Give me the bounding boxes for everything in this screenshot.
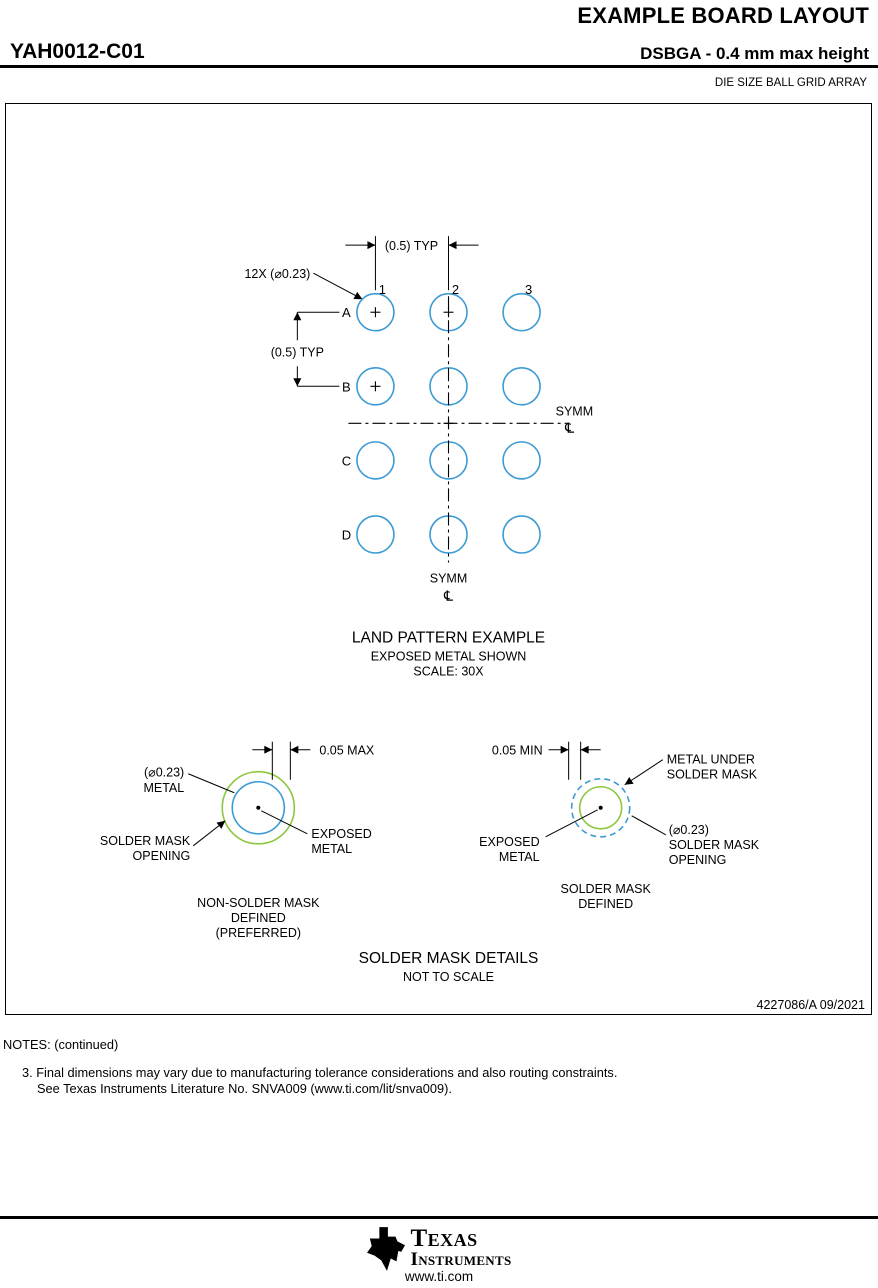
nsmd-caption-line3: (PREFERRED) [216, 926, 301, 940]
ti-logo-text: Texas Instruments [410, 1225, 512, 1270]
land-pattern-title: LAND PATTERN EXAMPLE [352, 630, 545, 647]
nsmd-metal-label-line2: METAL [143, 781, 184, 795]
ti-logo-instruments: Instruments [410, 1248, 512, 1270]
smd-opening-label-line2: SOLDER MASK [669, 838, 760, 852]
header-divider [0, 65, 878, 68]
ball-callout-leader [313, 272, 363, 300]
nsmd-mask-opening-circle [221, 770, 296, 845]
row-label-b: B [342, 379, 351, 394]
left-pitch-label: (0.5) TYP [271, 345, 324, 359]
ti-logo-texas: Texas [410, 1225, 478, 1252]
smd-caption-line2: DEFINED [578, 897, 633, 911]
row-label-a: A [342, 305, 351, 320]
row-label-c: C [342, 453, 351, 468]
smd-under-label-line1: METAL UNDER [667, 753, 755, 767]
drawing-number: 4227086/A 09/2021 [757, 998, 865, 1012]
symm-right-centerline-symbol: ℄ [564, 419, 574, 435]
nsmd-dim-label: 0.05 MAX [319, 744, 375, 758]
smd-figure [545, 741, 666, 838]
nsmd-exposed-label-line2: METAL [311, 842, 352, 856]
smd-opening-label-line3: OPENING [669, 853, 727, 867]
ti-logo: ti Texas Instruments [0, 1225, 878, 1271]
note-3: 3. Final dimensions may vary due to manu… [3, 1065, 875, 1097]
smd-metal-circle [578, 785, 623, 830]
nsmd-exposed-label-line1: EXPOSED [311, 827, 371, 841]
col-label-1: 1 [379, 282, 386, 297]
smd-opening-label-line1: (⌀0.23) [669, 823, 709, 837]
nsmd-metal-label-line1: (⌀0.23) [144, 766, 184, 780]
smd-mask-opening-circle [570, 777, 631, 838]
package-description: DSBGA - 0.4 mm max height [640, 44, 869, 63]
mask-details-subtitle: NOT TO SCALE [403, 970, 494, 984]
smd-caption-line1: SOLDER MASK [561, 882, 652, 896]
nsmd-figure [188, 741, 311, 847]
smd-dim-label: 0.05 MIN [492, 744, 543, 758]
smd-exposed-label-line2: METAL [499, 850, 540, 864]
mask-details-title: SOLDER MASK DETAILS [359, 950, 539, 967]
nsmd-center-dot [256, 805, 261, 810]
col-label-3: 3 [525, 282, 532, 297]
nsmd-opening-label-line1: SOLDER MASK [100, 834, 191, 848]
smd-under-label-line2: SOLDER MASK [667, 768, 758, 782]
smd-exposed-label-line1: EXPOSED [479, 835, 539, 849]
note-3-line1: 3. Final dimensions may vary due to manu… [22, 1064, 618, 1080]
part-number: YAH0012-C01 [10, 40, 145, 63]
left-pitch-dimension [293, 311, 340, 387]
ti-logo-icon: ti [366, 1227, 405, 1271]
footer-divider [0, 1216, 878, 1219]
symm-bottom-label: SYMM [430, 572, 468, 586]
nsmd-caption-line1: NON-SOLDER MASK [197, 896, 320, 910]
ti-website-link[interactable]: www.ti.com [404, 1269, 474, 1284]
board-layout-drawing: (0.5) TYP (0.5) TYP 12X (⌀0.23) [100, 236, 865, 1012]
smd-center-dot [598, 805, 603, 810]
nsmd-opening-label-line2: OPENING [133, 849, 191, 863]
symmetry-lines [348, 296, 569, 563]
pad-center-marks [370, 307, 454, 429]
col-label-2: 2 [452, 282, 459, 297]
land-pattern-subtitle: EXPOSED METAL SHOWN [371, 650, 527, 664]
notes-heading: NOTES: (continued) [3, 1037, 119, 1052]
top-pitch-dimension [345, 236, 479, 291]
note-3-line2: See Texas Instruments Literature No. SNV… [37, 1080, 452, 1096]
ball-callout-label: 12X (⌀0.23) [244, 267, 310, 281]
nsmd-metal-circle [231, 780, 286, 835]
symm-right-label: SYMM [556, 404, 594, 418]
ball-pads [356, 292, 541, 554]
symm-bottom-centerline-symbol: ℄ [443, 588, 453, 604]
page-title: EXAMPLE BOARD LAYOUT [577, 3, 869, 28]
land-pattern-scale: SCALE: 30X [413, 665, 484, 679]
nsmd-caption-line2: DEFINED [231, 911, 286, 925]
notes-section: NOTES: (continued) 3. Final dimensions m… [3, 1037, 875, 1097]
package-family: DIE SIZE BALL GRID ARRAY [714, 77, 867, 89]
svg-text:ti: ti [380, 1238, 387, 1252]
drawing-frame: (0.5) TYP (0.5) TYP 12X (⌀0.23) [5, 103, 872, 1015]
row-label-d: D [342, 527, 351, 542]
top-pitch-label: (0.5) TYP [385, 239, 438, 253]
